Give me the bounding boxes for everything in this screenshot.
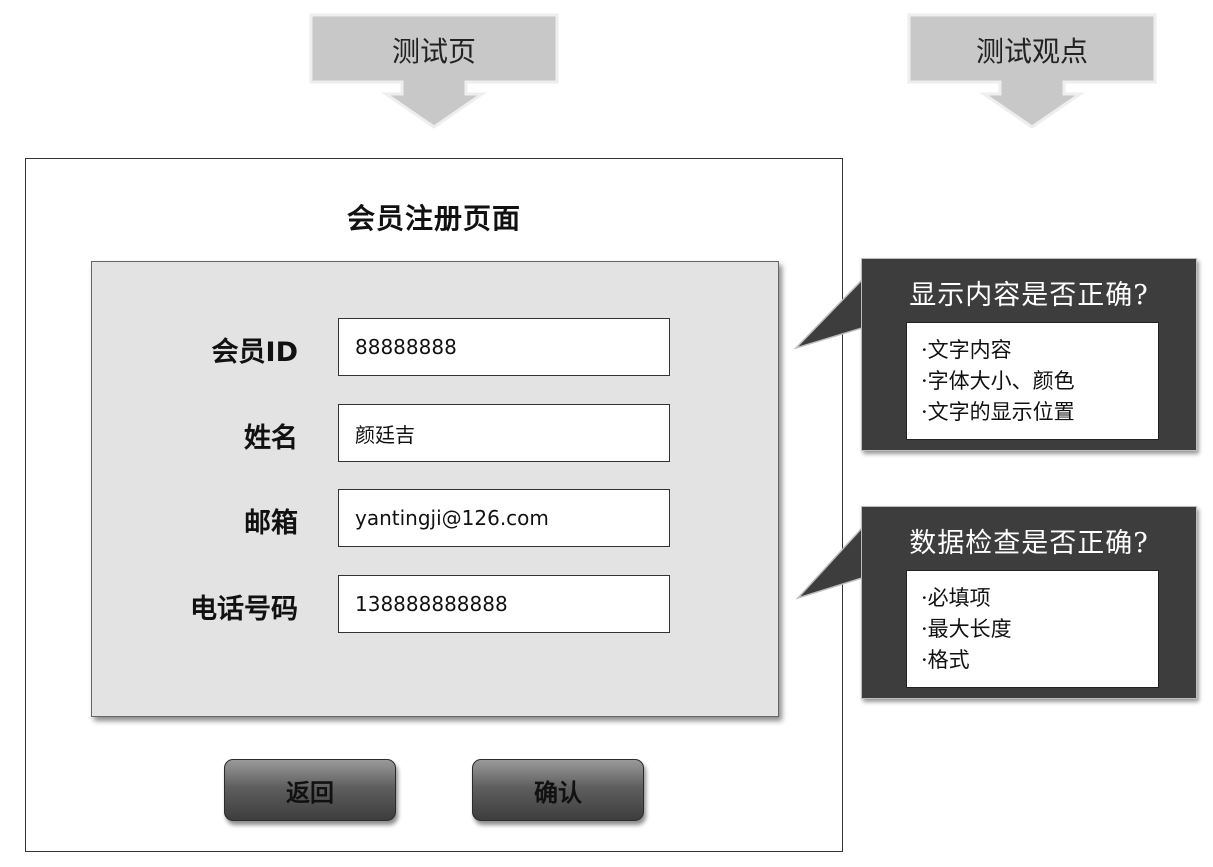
list-item: ·文字的显示位置 (921, 400, 1075, 424)
confirm-button[interactable]: 确认 (472, 759, 644, 821)
callout-data-check: 数据检查是否正确? ·必填项 ·最大长度 ·格式 (861, 506, 1197, 699)
callout-data-list: ·必填项 ·最大长度 ·格式 (906, 570, 1159, 688)
callout-display-check: 显示内容是否正确? ·文字内容 ·字体大小、颜色 ·文字的显示位置 (861, 258, 1197, 451)
registration-form: 会员ID 姓名 邮箱 电话号码 (91, 261, 779, 717)
registration-page: 会员注册页面 会员ID 姓名 邮箱 电话号码 返回 确认 (25, 158, 843, 852)
list-item: ·文字内容 (921, 338, 1012, 362)
callout-display-title: 显示内容是否正确? (909, 280, 1149, 311)
form-row-member-id: 会员ID (92, 318, 778, 376)
test-page-label: 测试页 (391, 35, 476, 68)
callout-data-title: 数据检查是否正确? (909, 528, 1149, 559)
list-item: ·格式 (921, 648, 970, 672)
page-title: 会员注册页面 (346, 202, 521, 235)
callout-display-list: ·文字内容 ·字体大小、颜色 ·文字的显示位置 (906, 322, 1159, 440)
name-label: 姓名 (244, 423, 298, 454)
member-id-input[interactable] (338, 318, 670, 376)
down-arrow-shape (309, 13, 559, 129)
test-page-arrow: 测试页 (308, 12, 560, 130)
back-button[interactable]: 返回 (224, 759, 396, 821)
form-row-email: 邮箱 (92, 489, 778, 547)
name-input[interactable] (338, 404, 670, 462)
test-viewpoint-arrow: 测试观点 (906, 12, 1158, 130)
member-id-label: 会员ID (211, 337, 298, 368)
list-item: ·字体大小、颜色 (921, 369, 1075, 393)
test-viewpoint-label: 测试观点 (975, 35, 1088, 68)
down-arrow-shape (907, 13, 1157, 129)
form-row-phone: 电话号码 (92, 575, 778, 633)
callout-display-pointer (793, 278, 863, 350)
phone-label: 电话号码 (190, 594, 298, 625)
list-item: ·最大长度 (921, 617, 1012, 641)
email-label: 邮箱 (244, 508, 298, 539)
list-item: ·必填项 (921, 586, 991, 610)
phone-input[interactable] (338, 575, 670, 633)
form-row-name: 姓名 (92, 404, 778, 462)
email-input[interactable] (338, 489, 670, 547)
